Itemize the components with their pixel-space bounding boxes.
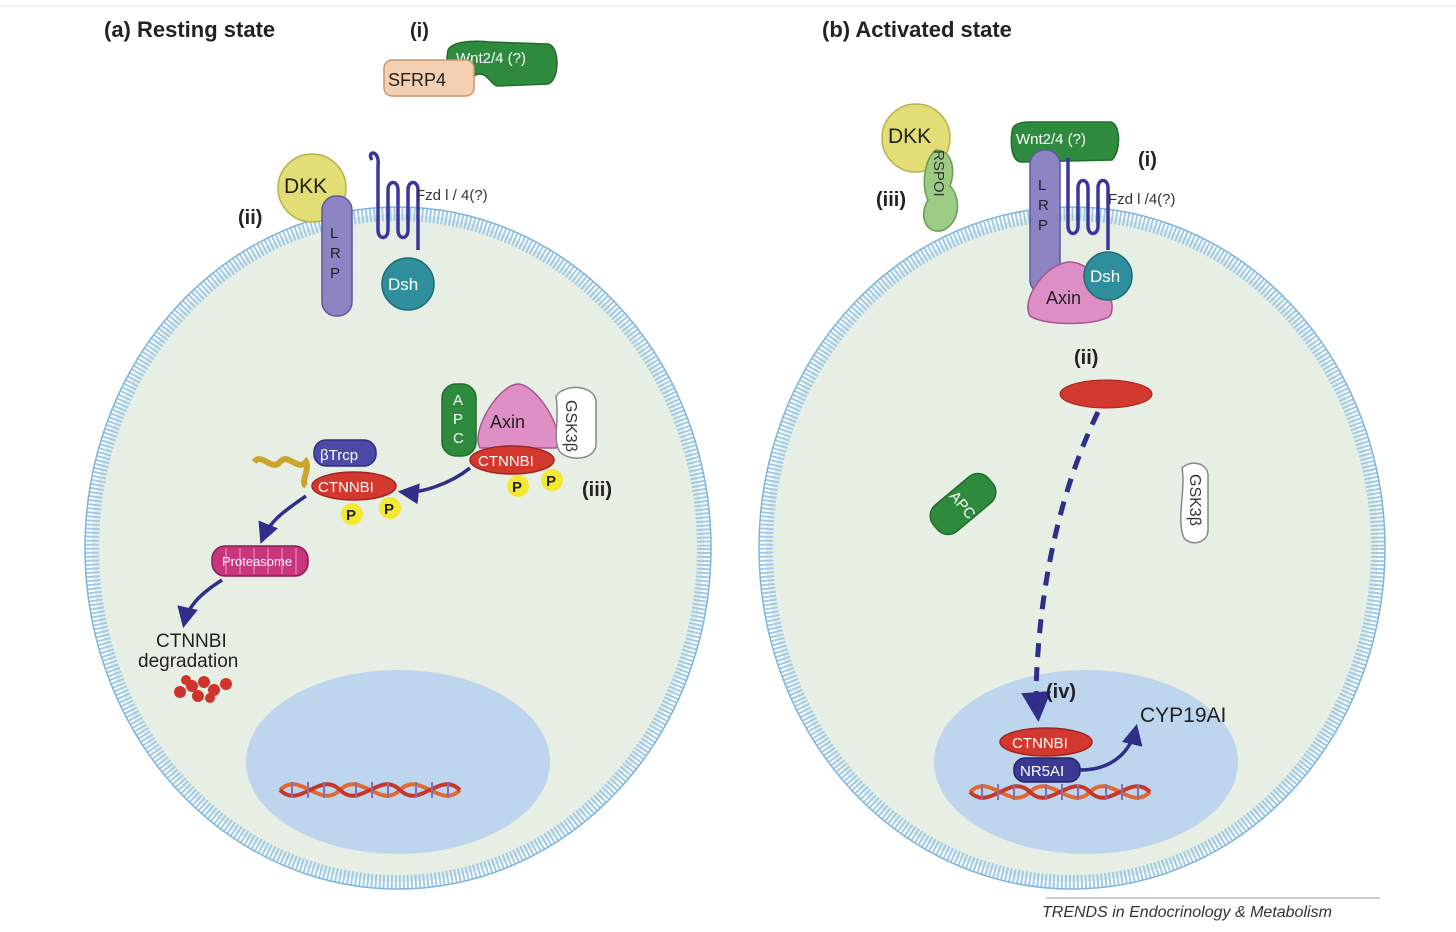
- svg-text:P: P: [453, 411, 463, 428]
- nucleus-b: [934, 670, 1238, 854]
- cell-a-cytoplasm: [92, 214, 704, 882]
- panel-a-label-i: (i): [410, 20, 429, 42]
- figure-credit: TRENDS in Endocrinology & Metabolism: [1042, 904, 1332, 921]
- phospho-icon: [341, 503, 363, 525]
- panel-a-label-iii: (iii): [582, 479, 612, 501]
- panel-activated-state: (b) Activated state DKK RSPOI (iii) Wnt2…: [758, 17, 1386, 890]
- rspo1-label: RSPOI: [930, 150, 947, 197]
- panel-a-title: (a) Resting state: [104, 17, 275, 42]
- degraded-fragments-icon: [174, 675, 232, 703]
- panel-a-label-ii: (ii): [238, 207, 262, 229]
- wnt-label: Wnt2/4 (?): [456, 50, 526, 67]
- svg-text:R: R: [330, 245, 341, 262]
- phospho-icon: [379, 497, 401, 519]
- arrow-transcription: [1079, 723, 1143, 772]
- proteasome-shape: [211, 545, 309, 577]
- panel-b-label-iv: (iv): [1046, 681, 1076, 703]
- apc-free-shape: [929, 472, 997, 536]
- arrow-to-proteasome: [258, 494, 308, 544]
- frizzled-receptor-b: [1066, 158, 1110, 250]
- sfrp4-shape: [383, 59, 475, 97]
- cell-b-cytoplasm: [766, 214, 1378, 882]
- degradation-label-line2: degradation: [138, 651, 238, 672]
- svg-text:P: P: [1038, 217, 1048, 234]
- btrcp-label: βTrcp: [320, 447, 358, 464]
- ubiquitin-chain-icon: [251, 456, 310, 489]
- panel-b-label-iii: (iii): [876, 189, 906, 211]
- gsk3b-shape-a: [555, 386, 597, 459]
- axin-label-a: Axin: [490, 412, 525, 432]
- dkk-label-a: DKK: [284, 175, 327, 198]
- dsh-shape-b: [1083, 251, 1133, 301]
- gsk3b-label-a: GSK3β: [562, 400, 579, 452]
- panel-b-title: (b) Activated state: [822, 17, 1012, 42]
- phospho-icon: [541, 469, 563, 491]
- ctnnb1-nuclear-label: CTNNBI: [1012, 735, 1068, 752]
- svg-text:P: P: [512, 479, 522, 496]
- cell-b-membrane: [759, 207, 1385, 889]
- frizzled-receptor-a: [368, 151, 420, 250]
- panel-b-label-i: (i): [1138, 149, 1157, 171]
- gsk3b-free-shape: [1180, 462, 1209, 544]
- ctnnb1-stabilized: [1059, 379, 1153, 409]
- dna-icon-a: [278, 782, 462, 798]
- ctnnb1-complex-label: CTNNBI: [478, 453, 534, 470]
- ctnnb1-ubiquitinated: [311, 471, 397, 501]
- dna-icon-b: [968, 784, 1152, 800]
- dsh-label-b: Dsh: [1090, 267, 1120, 286]
- axin-label-b: Axin: [1046, 288, 1081, 308]
- gsk3b-free-label: GSK3β: [1186, 474, 1203, 526]
- svg-text:P: P: [546, 473, 556, 490]
- nucleus-a: [246, 670, 550, 854]
- panel-b-label-ii: (ii): [1074, 347, 1098, 369]
- svg-text:L: L: [1038, 177, 1046, 194]
- fzd-label-a: Fzd l / 4(?): [416, 187, 488, 204]
- apc-shape-a: [441, 383, 477, 457]
- dkk-label-b: DKK: [888, 125, 931, 148]
- arrow-nuclear-translocation: [1021, 410, 1101, 722]
- nr5a1-label: NR5AI: [1020, 763, 1064, 780]
- svg-text:R: R: [1038, 197, 1049, 214]
- phospho-icon: [507, 475, 529, 497]
- ctnnb1-nuclear: [999, 727, 1093, 757]
- svg-text:C: C: [453, 430, 464, 447]
- dsh-label-a: Dsh: [388, 275, 418, 294]
- rspo1-shape: [923, 149, 959, 232]
- svg-text:P: P: [384, 501, 394, 518]
- svg-text:P: P: [330, 265, 340, 282]
- fzd-label-b: Fzd l /4(?): [1108, 191, 1176, 208]
- dsh-shape-a: [381, 257, 435, 311]
- wnt-label-b: Wnt2/4 (?): [1016, 131, 1086, 148]
- svg-text:L: L: [330, 225, 338, 242]
- lrp-receptor-a: [321, 195, 353, 317]
- ctnnb1-ub-label: CTNNBI: [318, 479, 374, 496]
- proteasome-label: Proteasome: [222, 554, 292, 569]
- svg-text:A: A: [453, 392, 463, 409]
- target-gene-label: CYP19AI: [1140, 704, 1226, 727]
- arrow-to-ubiquitination: [397, 466, 472, 505]
- svg-text:P: P: [346, 507, 356, 524]
- degradation-label-line1: CTNNBI: [156, 631, 227, 652]
- btrcp-shape: [313, 439, 377, 467]
- ctnnb1-complex-a: [469, 445, 555, 475]
- arrow-to-degradation: [177, 578, 223, 629]
- panel-resting-state: (a) Resting state (i) Wnt2/4 (?) SFRP4 (…: [84, 17, 712, 890]
- sfrp4-label: SFRP4: [388, 70, 446, 90]
